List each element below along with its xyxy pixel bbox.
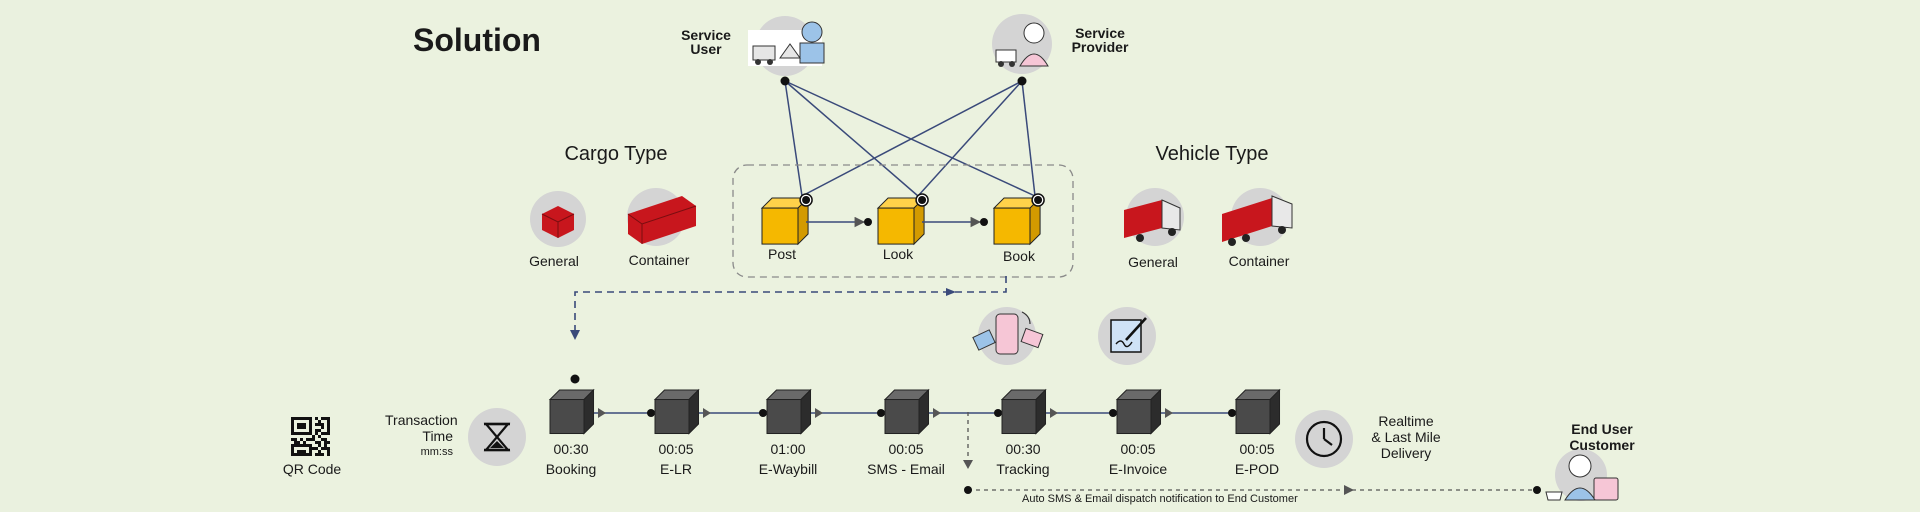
realtime-line3: Delivery bbox=[1380, 445, 1432, 461]
process-arrowhead-0 bbox=[598, 408, 606, 418]
realtime-line1: Realtime bbox=[1378, 413, 1434, 429]
process-node-1 bbox=[759, 409, 767, 417]
cube-book bbox=[992, 193, 1045, 246]
process-arrowhead-3 bbox=[933, 408, 941, 418]
clock-icon bbox=[1295, 410, 1353, 468]
service-user-avatar bbox=[748, 16, 825, 76]
service-user-label: Service User bbox=[681, 28, 731, 56]
process-node-2 bbox=[877, 409, 885, 417]
step-time-1: 00:05 bbox=[658, 441, 694, 457]
process-arrowhead-5 bbox=[1165, 408, 1173, 418]
mobile-notification-icon bbox=[972, 307, 1044, 365]
service-provider-label-line2: Provider bbox=[1071, 39, 1129, 55]
hourglass-icon bbox=[468, 408, 526, 466]
step-look-label: Look bbox=[882, 246, 914, 262]
vehicle-general-icon bbox=[1124, 188, 1184, 246]
step-time-5: 00:05 bbox=[1120, 441, 1156, 457]
step-label-1: E-LR bbox=[660, 461, 692, 477]
notification-end-node bbox=[1533, 486, 1541, 494]
process-cube-6 bbox=[1234, 388, 1281, 435]
vehicle-type-heading: Vehicle Type bbox=[1155, 143, 1269, 165]
process-arrowhead-1 bbox=[703, 408, 711, 418]
step-label-4: Tracking bbox=[996, 461, 1050, 477]
margin-band bbox=[0, 0, 150, 512]
step-label-5: E-Invoice bbox=[1108, 461, 1168, 477]
service-user-label-line2: User bbox=[690, 41, 722, 57]
step-book-label: Book bbox=[1003, 248, 1035, 264]
vehicle-container-label: Container bbox=[1228, 253, 1290, 269]
process-node-5 bbox=[1228, 409, 1236, 417]
process-cube-2 bbox=[765, 388, 812, 435]
step-label-0: Booking bbox=[545, 461, 597, 477]
transaction-time-unit: mm:ss bbox=[420, 446, 453, 458]
notification-arrow-right bbox=[1344, 485, 1354, 495]
service-user-node bbox=[780, 76, 790, 86]
service-user-label-line1: Service bbox=[681, 27, 731, 43]
cargo-container-icon bbox=[627, 188, 697, 246]
process-cube-0 bbox=[548, 388, 595, 435]
look-input-node bbox=[864, 218, 872, 226]
step-time-3: 00:05 bbox=[888, 441, 924, 457]
process-node-0 bbox=[647, 409, 655, 417]
page-title: Solution bbox=[413, 22, 541, 58]
service-provider-label: Service Provider bbox=[1072, 26, 1129, 54]
step-time-2: 01:00 bbox=[770, 441, 806, 457]
step-label-2: E-Waybill bbox=[758, 461, 818, 477]
cargo-type-heading: Cargo Type bbox=[564, 143, 668, 165]
cargo-container-label: Container bbox=[628, 252, 690, 268]
qr-code-label: QR Code bbox=[282, 461, 342, 477]
step-time-4: 00:30 bbox=[1005, 441, 1041, 457]
end-user-label: End User Customer bbox=[1569, 421, 1634, 453]
step-time-6: 00:05 bbox=[1239, 441, 1275, 457]
cube-look bbox=[876, 193, 929, 246]
cube-post bbox=[760, 193, 813, 246]
step-label-3: SMS - Email bbox=[867, 461, 945, 477]
notification-start-node bbox=[964, 486, 972, 494]
booking-link-arrow-down bbox=[570, 330, 580, 340]
connection-lines bbox=[784, 80, 1036, 197]
end-user-label-line2: Customer bbox=[1569, 437, 1635, 453]
service-provider-node bbox=[1017, 76, 1027, 86]
process-arrowhead-2 bbox=[815, 408, 823, 418]
vehicle-container-icon bbox=[1222, 188, 1293, 246]
process-node-3 bbox=[994, 409, 1002, 417]
process-cube-1 bbox=[653, 388, 700, 435]
process-node-4 bbox=[1109, 409, 1117, 417]
cargo-general-label: General bbox=[529, 253, 579, 269]
step-post-label: Post bbox=[767, 246, 797, 262]
cargo-general-icon bbox=[530, 191, 586, 247]
transaction-time-label: Transaction Time mm:ss bbox=[385, 412, 458, 460]
process-cube-5 bbox=[1115, 388, 1162, 435]
notification-label: Auto SMS & Email dispatch notification t… bbox=[1022, 493, 1298, 505]
notification-line bbox=[967, 412, 1533, 491]
booking-node bbox=[570, 374, 580, 384]
service-provider-avatar bbox=[992, 14, 1052, 74]
invoice-sign-icon bbox=[1098, 307, 1156, 365]
step-label-6: E-POD bbox=[1234, 461, 1280, 477]
service-provider-label-line1: Service bbox=[1075, 25, 1125, 41]
book-input-node bbox=[980, 218, 988, 226]
end-user-avatar bbox=[1545, 449, 1619, 501]
end-user-label-line1: End User bbox=[1571, 421, 1633, 437]
booking-link bbox=[574, 276, 1007, 330]
vehicle-general-label: General bbox=[1128, 254, 1178, 270]
process-cube-3 bbox=[883, 388, 930, 435]
marketplace-group bbox=[732, 164, 1074, 278]
realtime-delivery-label: Realtime & Last Mile Delivery bbox=[1371, 413, 1440, 461]
qr-code-icon bbox=[291, 417, 330, 456]
booking-link-arrow bbox=[946, 288, 956, 296]
transaction-time-label-line2: Time bbox=[422, 428, 453, 444]
process-cube-4 bbox=[1000, 388, 1047, 435]
step-time-0: 00:30 bbox=[553, 441, 589, 457]
process-arrowhead-4 bbox=[1050, 408, 1058, 418]
notification-arrow-down bbox=[963, 460, 973, 469]
realtime-line2: & Last Mile bbox=[1371, 429, 1441, 445]
transaction-time-label-line1: Transaction bbox=[385, 412, 458, 428]
